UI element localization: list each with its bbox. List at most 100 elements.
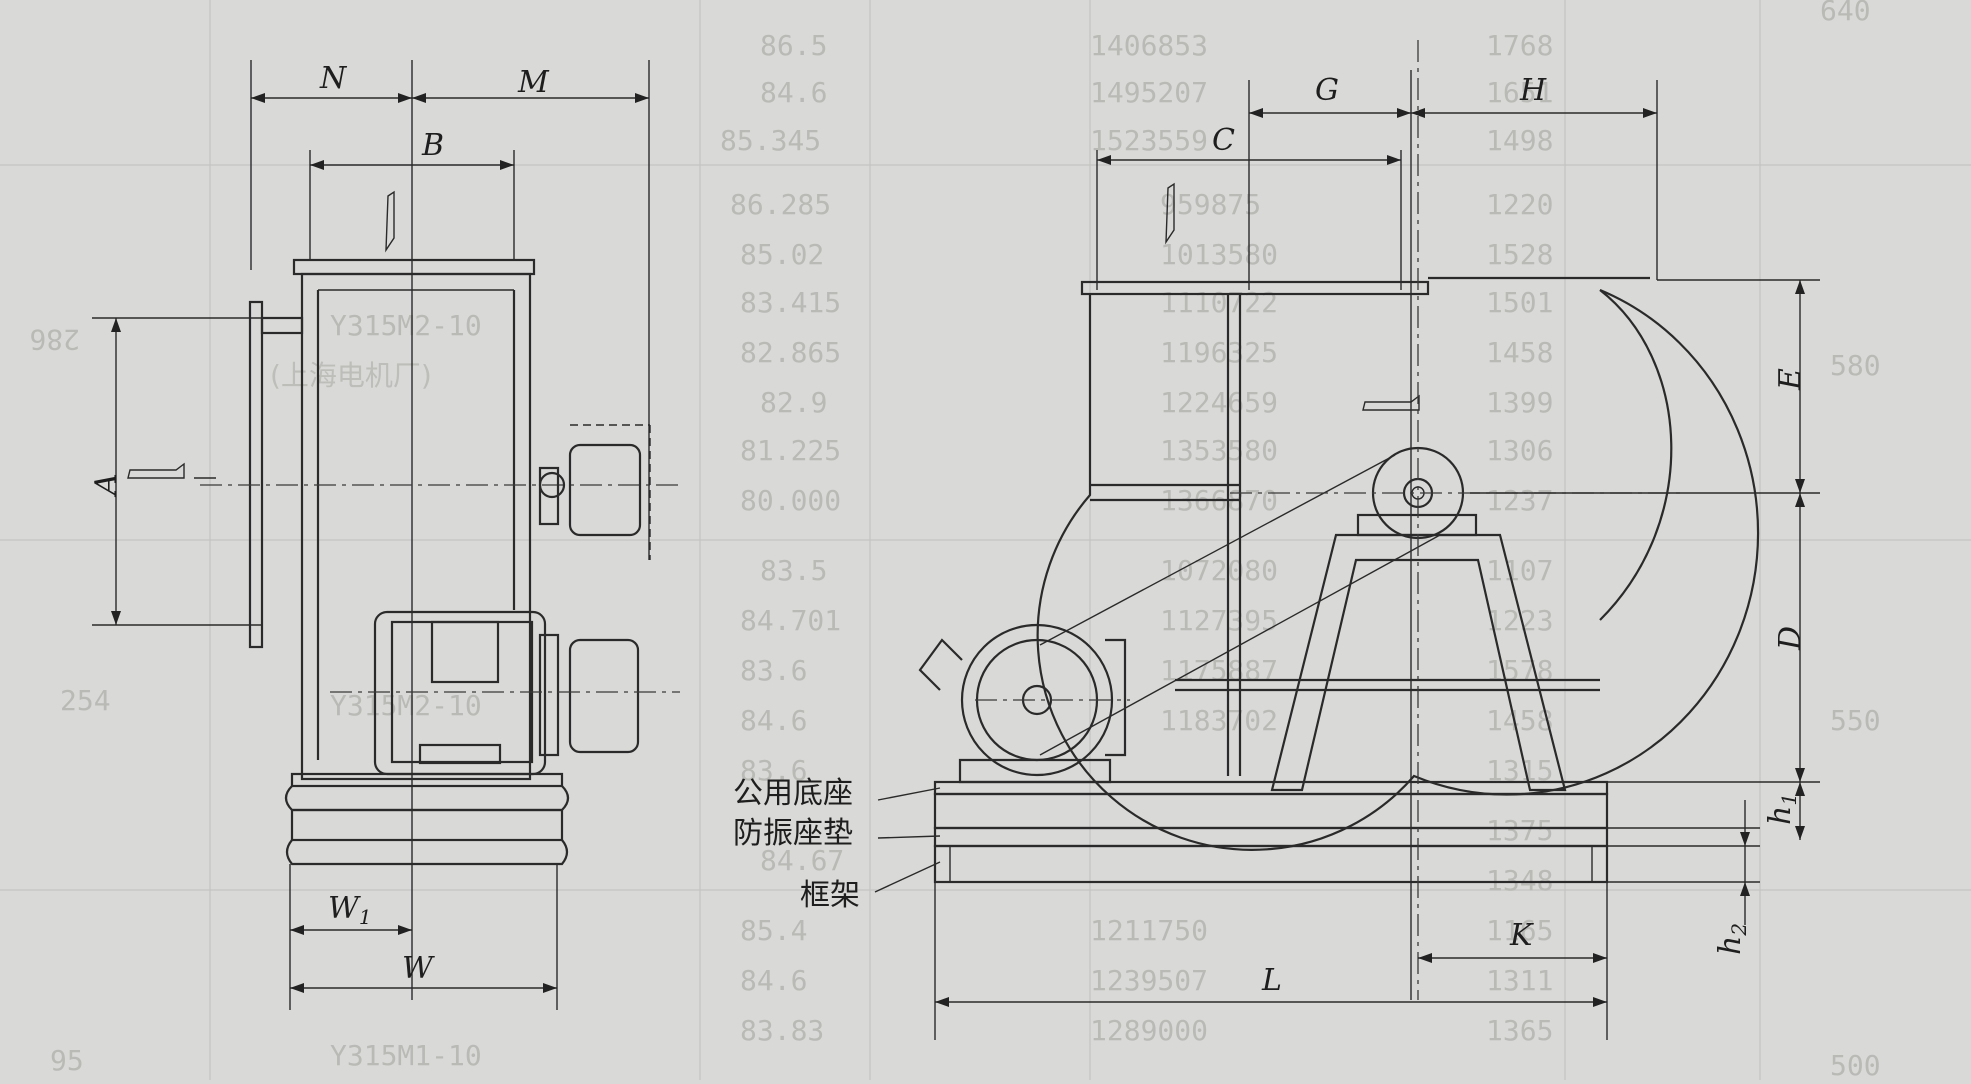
ghost-cell: 84.6	[740, 704, 807, 737]
ghost-cell: 1220	[1486, 188, 1553, 221]
motor-shaft-end	[538, 633, 560, 757]
end-base-top	[290, 772, 564, 788]
rotation-arrow-icon	[1362, 394, 1420, 411]
end-base-lower	[285, 839, 569, 866]
ghost-cell: 1768	[1486, 29, 1553, 62]
dim-label-h2-sub: 2	[1727, 923, 1751, 937]
ghost-cell: 82.9	[760, 386, 827, 419]
callout-frame: 框架	[800, 878, 860, 913]
ghost-cell: 82.865	[740, 336, 841, 369]
ghost-cell: 1224659	[1160, 386, 1278, 419]
ghost-cell: 959875	[1160, 188, 1261, 221]
ghost-cell: 83.6	[740, 654, 807, 687]
dim-label-h2-main: h	[1713, 936, 1748, 955]
dim-label-c: C	[1212, 123, 1235, 158]
motor-feet	[958, 758, 1112, 784]
ghost-cell: 1375	[1486, 814, 1553, 847]
ghost-cell: 84.701	[740, 604, 841, 637]
outlet-flange	[292, 258, 536, 276]
ghost-cell: 1196325	[1160, 336, 1278, 369]
ghost-table-right-col: 1768 1651 1498 1220 1528 1501 1458 1399 …	[1486, 29, 1553, 1047]
dim-label-d: D	[1773, 626, 1808, 651]
ghost-cell: 1501	[1486, 286, 1553, 319]
dim-label-h1: h1	[1763, 793, 1801, 825]
flow-arrow-icon	[385, 190, 395, 253]
ghost-cell: 1528	[1486, 238, 1553, 271]
ghost-cell: 1458	[1486, 336, 1553, 369]
dim-arrows	[290, 925, 412, 935]
ghost-cell: 1651	[1486, 76, 1553, 109]
dim-label-b: B	[421, 128, 444, 163]
ghost-cell: 1165	[1486, 914, 1553, 947]
flow-arrow-icon	[1165, 182, 1175, 245]
end-base-pad	[284, 785, 570, 812]
scroll-outer	[1599, 289, 1673, 621]
dim-label-w1-main: W	[328, 891, 361, 926]
ghost-cell: 1127395	[1160, 604, 1278, 637]
ghost-cell: 1289000	[1090, 1014, 1208, 1047]
pedestal-frame	[1270, 533, 1567, 792]
ghost-cell: 1365	[1486, 1014, 1553, 1047]
ghost-cell: 1183702	[1160, 704, 1278, 737]
ghost-cell: 83.83	[740, 1014, 824, 1047]
ghost-side-number: 95	[50, 1044, 84, 1077]
dim-label-m: M	[517, 65, 550, 100]
end-base-frame	[290, 808, 564, 842]
bearing-seat	[1356, 513, 1478, 537]
ghost-cell: 1353580	[1160, 434, 1278, 467]
ghost-cell: 83.5	[760, 554, 827, 587]
ghost-motor-text: Y315M1-10	[330, 1039, 482, 1072]
dim-label-h: H	[1519, 73, 1547, 108]
dim-label-a: A	[89, 473, 124, 498]
ghost-cell: 1458	[1486, 704, 1553, 737]
ghost-cell: 85.345	[720, 124, 821, 157]
ghost-cell: 1239507	[1090, 964, 1208, 997]
dim-label-w1: W1	[328, 891, 372, 929]
ghost-cell: 83.6	[740, 754, 807, 787]
ghost-cell: 1306	[1486, 434, 1553, 467]
dim-label-h2: h2	[1713, 923, 1751, 955]
ghost-side-number: 500	[1830, 1049, 1881, 1080]
ghost-side-number: 640	[1820, 0, 1871, 27]
flow-arrow-icon	[127, 462, 185, 479]
ghost-cell: 1498	[1486, 124, 1553, 157]
dim-label-h1-main: h	[1763, 806, 1798, 825]
ghost-side-number: 550	[1830, 704, 1881, 737]
belt-line	[1039, 534, 1441, 756]
ghost-cell: 1495207	[1090, 76, 1208, 109]
ghost-table-mid-col: 1406853 1495207 1523559 959875 1013580 1…	[1090, 29, 1278, 1047]
ghost-cell: 1578	[1486, 654, 1553, 687]
motor-end-cap	[1105, 638, 1127, 757]
ghost-motor-text: Y315M2-10	[330, 309, 482, 342]
ghost-cell: 80.000	[740, 484, 841, 517]
dim-label-n: N	[319, 61, 348, 96]
dim-arrows	[1740, 832, 1750, 896]
ghost-side-number: 254	[60, 684, 111, 717]
ghost-cell: 1110722	[1160, 286, 1278, 319]
ghost-cell: 1013580	[1160, 238, 1278, 271]
bearing-circle	[538, 471, 566, 499]
ghost-cell: 1107	[1486, 554, 1553, 587]
ghost-table-left-col: 86.5 84.6 85.345 86.285 85.02 83.415 82.…	[720, 29, 844, 1047]
ghost-cell: 1175887	[1160, 654, 1278, 687]
end-view: N M B A	[89, 60, 680, 1010]
belt-line	[1039, 454, 1396, 646]
side-view: G H C	[733, 40, 1820, 1040]
ghost-cell: 84.6	[740, 964, 807, 997]
ghost-cell: 1211750	[1090, 914, 1208, 947]
ghost-side-number: 580	[1830, 349, 1881, 382]
ghost-cell: 1072080	[1160, 554, 1278, 587]
dim-label-l: L	[1261, 963, 1282, 998]
dim-label-w: W	[402, 951, 435, 986]
inlet-flange	[248, 300, 264, 649]
ghost-cell: 1311	[1486, 964, 1553, 997]
leader-line	[874, 861, 941, 893]
motor-foot-slot	[418, 743, 502, 765]
outlet-plate	[1080, 280, 1430, 296]
motor-terminal	[918, 638, 963, 691]
leader-line	[877, 787, 941, 801]
ghost-cell: 1523559	[1090, 124, 1208, 157]
